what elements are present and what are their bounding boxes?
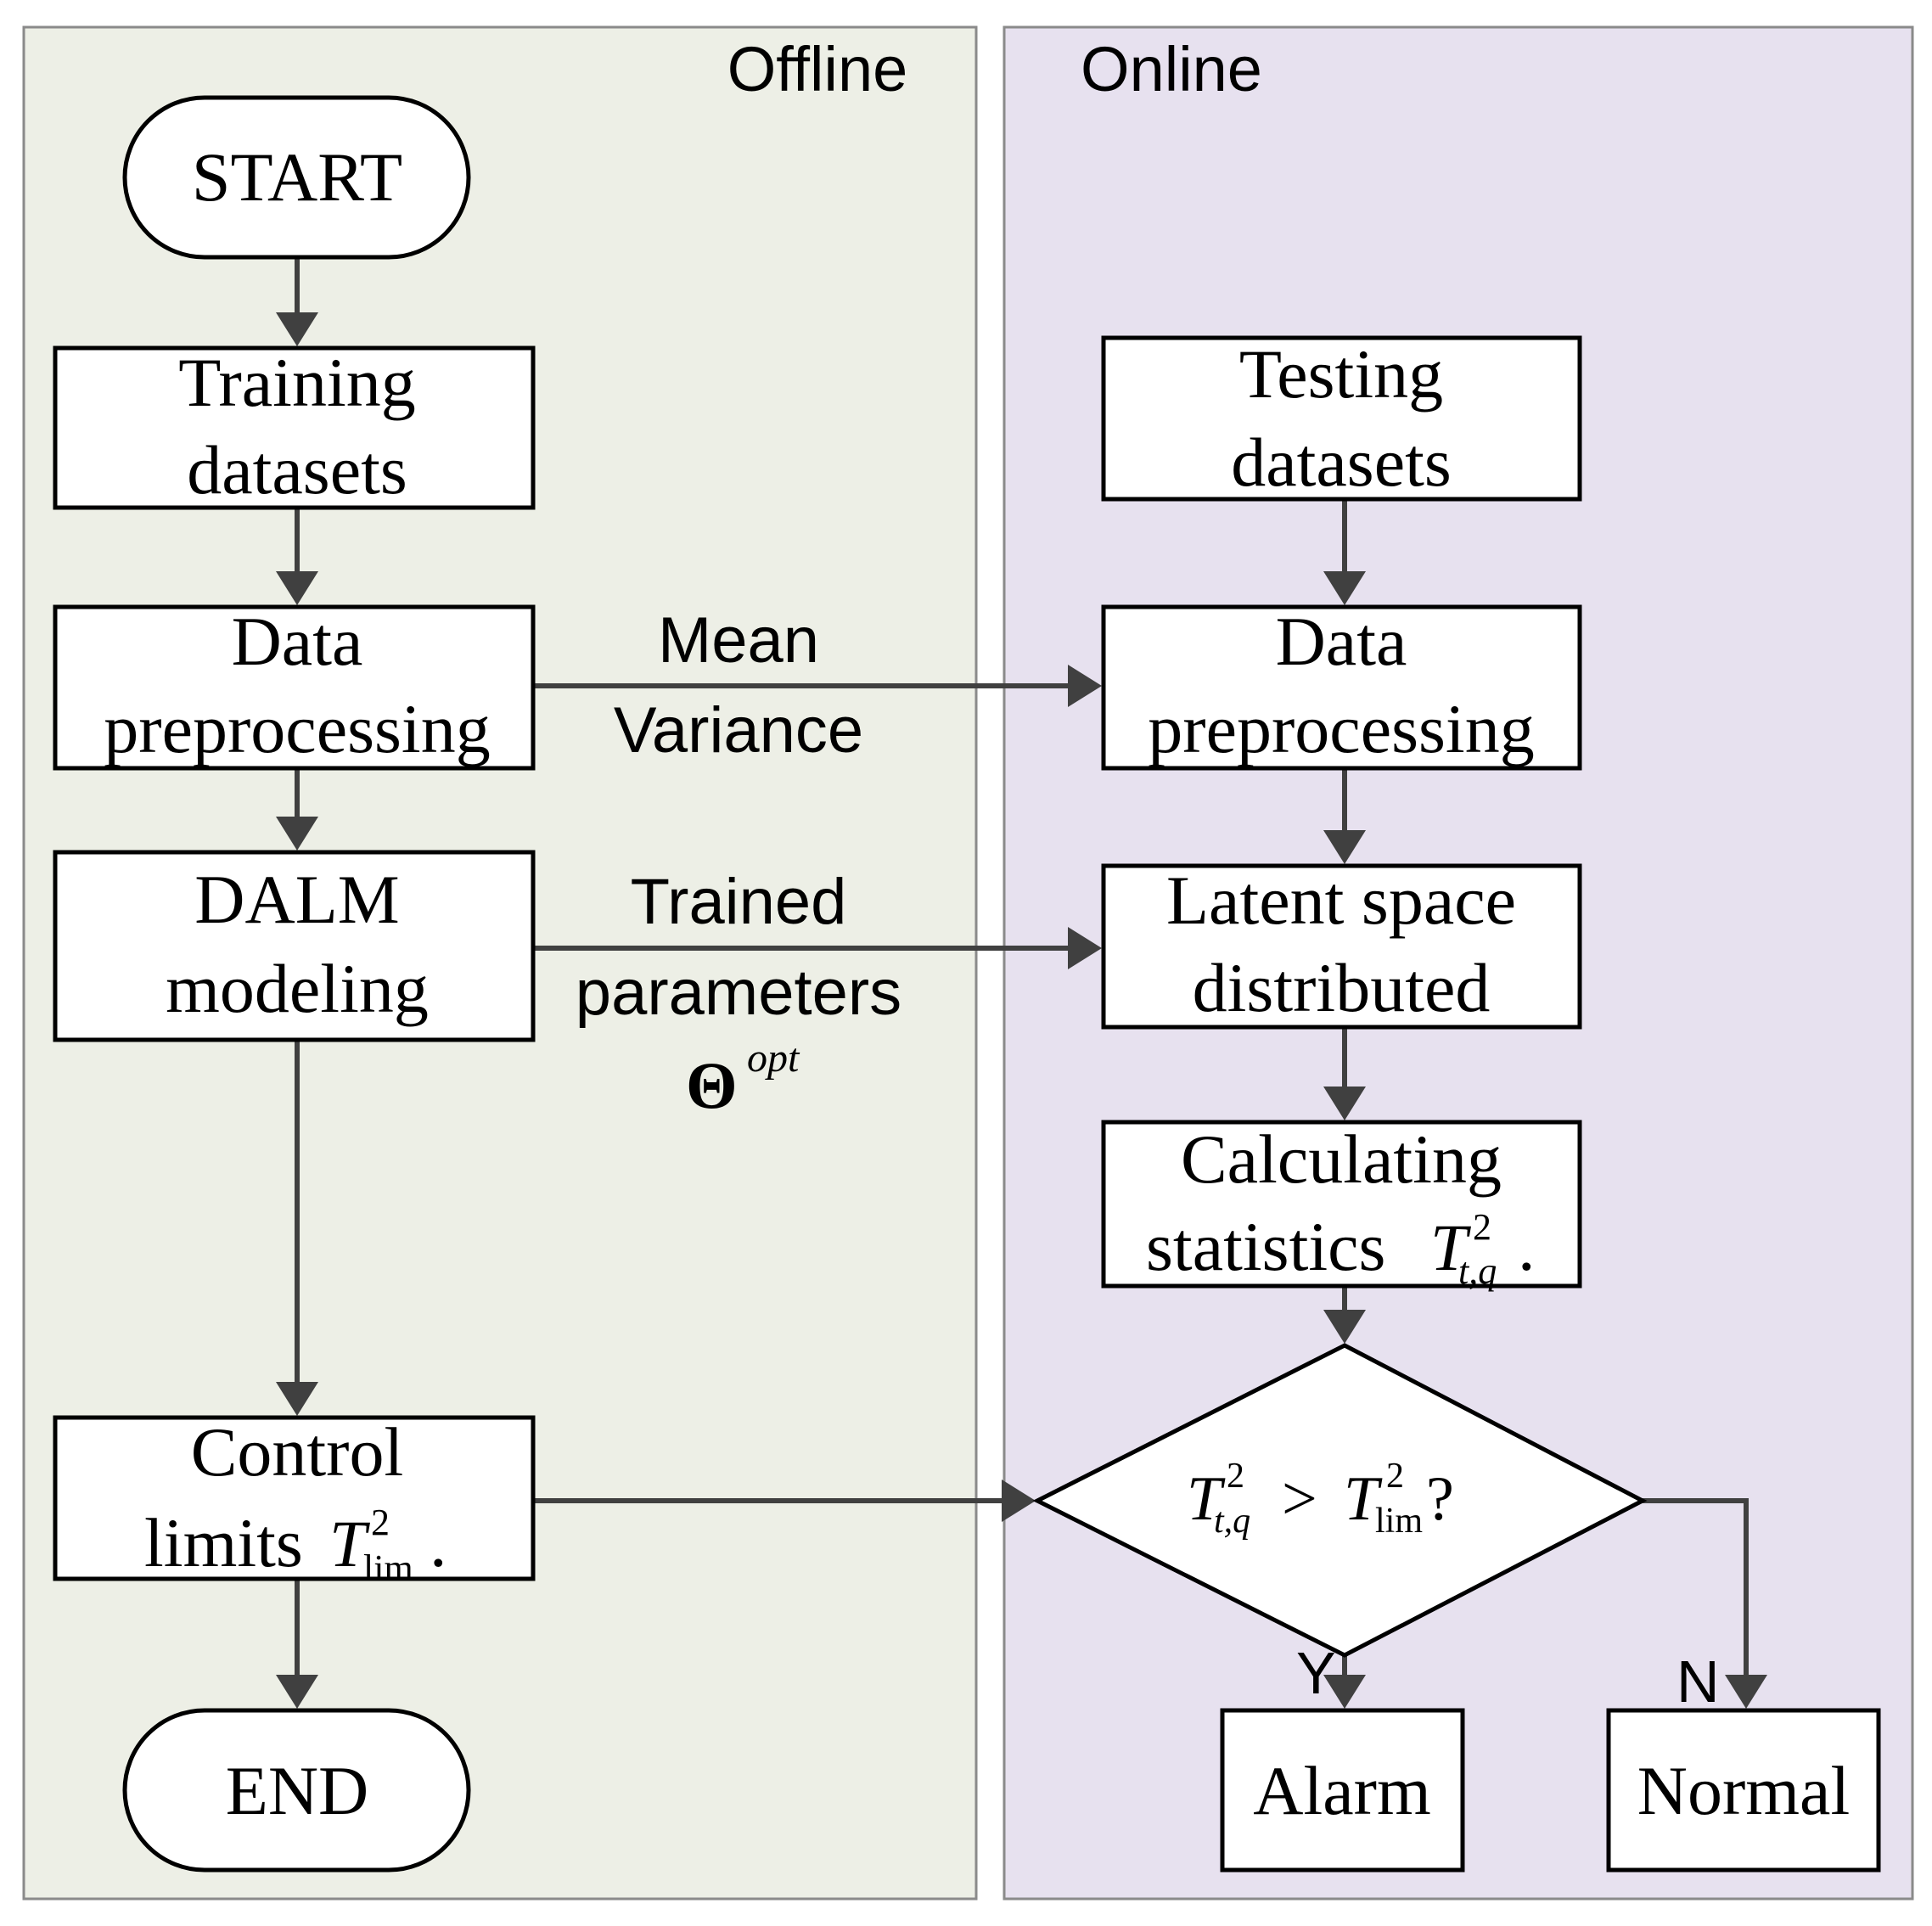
theta-symbol: Θ: [686, 1048, 738, 1122]
threshold-decision: T 2 t,q > T 2 lim ?: [1032, 1343, 1648, 1658]
parameters-label: parameters: [576, 957, 901, 1029]
control-symbol: T: [329, 1507, 370, 1581]
control-line1: Control: [191, 1413, 404, 1491]
mean-label: Mean: [658, 604, 819, 677]
testing-line2: datasets: [1231, 424, 1452, 501]
arrowhead: [1725, 1675, 1767, 1709]
calc-period: .: [1518, 1208, 1536, 1285]
online-preprocessing-box: Data preprocessing: [1101, 603, 1582, 771]
start-node: START: [122, 95, 471, 260]
arrowhead: [276, 312, 318, 346]
variance-label: Variance: [614, 694, 863, 766]
yes-label: Y: [1296, 1640, 1336, 1706]
offline-preprocessing-box: Data preprocessing: [53, 603, 536, 771]
dalm-line2: modeling: [166, 950, 429, 1027]
decision-superscript-2: 2: [1386, 1457, 1404, 1496]
offline-prep-line2: preprocessing: [104, 690, 490, 767]
latent-space-box: Latent space distributed: [1101, 862, 1582, 1030]
arrowhead: [276, 1675, 318, 1709]
calculating-statistics-box: Calculating statistics T 2 t,q .: [1101, 1120, 1582, 1292]
control-subscript: lim: [363, 1547, 413, 1589]
theta-superscript: opt: [747, 1036, 800, 1081]
end-node: END: [122, 1708, 471, 1873]
testing-datasets-box: Testing datasets: [1101, 335, 1582, 502]
control-limits-box: Control limits T 2 lim .: [53, 1413, 536, 1589]
online-label: Online: [1081, 34, 1262, 104]
alarm-box: Alarm: [1220, 1708, 1465, 1873]
online-prep-line2: preprocessing: [1148, 690, 1534, 767]
trained-label: Trained: [631, 866, 847, 938]
offline-label: Offline: [727, 34, 908, 104]
training-label-line1: Training: [178, 344, 415, 421]
alarm-label: Alarm: [1253, 1752, 1430, 1829]
training-label-line2: datasets: [187, 431, 407, 508]
calc-line2: statistics: [1146, 1208, 1385, 1285]
decision-question: ?: [1426, 1464, 1454, 1534]
offline-prep-line1: Data: [232, 603, 363, 680]
dalm-line1: DALM: [194, 861, 399, 938]
calc-superscript: 2: [1473, 1206, 1491, 1248]
control-period: .: [430, 1504, 447, 1581]
arrowhead: [1002, 1480, 1036, 1522]
training-datasets-box: Training datasets: [53, 344, 536, 510]
latent-line1: Latent space: [1166, 862, 1516, 939]
control-line2: limits: [144, 1504, 303, 1581]
start-label: START: [192, 138, 402, 216]
decision-subscript-2: lim: [1375, 1502, 1423, 1541]
no-label: N: [1676, 1648, 1720, 1715]
arrowhead: [1068, 665, 1102, 707]
normal-box: Normal: [1606, 1708, 1881, 1873]
arrowhead: [1323, 1087, 1366, 1120]
end-label: END: [226, 1752, 369, 1829]
calc-line1: Calculating: [1181, 1120, 1502, 1198]
decision-subscript-1: t,q: [1214, 1502, 1250, 1541]
arrow-decision-normal: [1643, 1498, 1749, 1676]
arrowhead: [276, 1382, 318, 1416]
arrowhead: [1323, 1675, 1366, 1709]
arrowhead: [276, 817, 318, 851]
arrowhead: [1323, 830, 1366, 864]
arrowhead: [1323, 571, 1366, 605]
decision-operator: >: [1282, 1464, 1317, 1534]
arrowhead: [1068, 927, 1102, 969]
dalm-modeling-box: DALM modeling: [53, 850, 536, 1042]
decision-symbol-1: T: [1187, 1464, 1226, 1534]
calc-subscript: t,q: [1458, 1250, 1497, 1292]
testing-line1: Testing: [1239, 335, 1443, 413]
online-prep-line1: Data: [1276, 603, 1407, 680]
arrowhead: [1323, 1310, 1366, 1344]
arrowhead: [276, 571, 318, 605]
normal-label: Normal: [1637, 1752, 1850, 1829]
calc-symbol: T: [1430, 1210, 1471, 1284]
decision-symbol-2: T: [1344, 1464, 1383, 1534]
latent-line2: distributed: [1193, 949, 1491, 1026]
decision-superscript-1: 2: [1227, 1457, 1244, 1496]
control-superscript: 2: [371, 1502, 390, 1543]
